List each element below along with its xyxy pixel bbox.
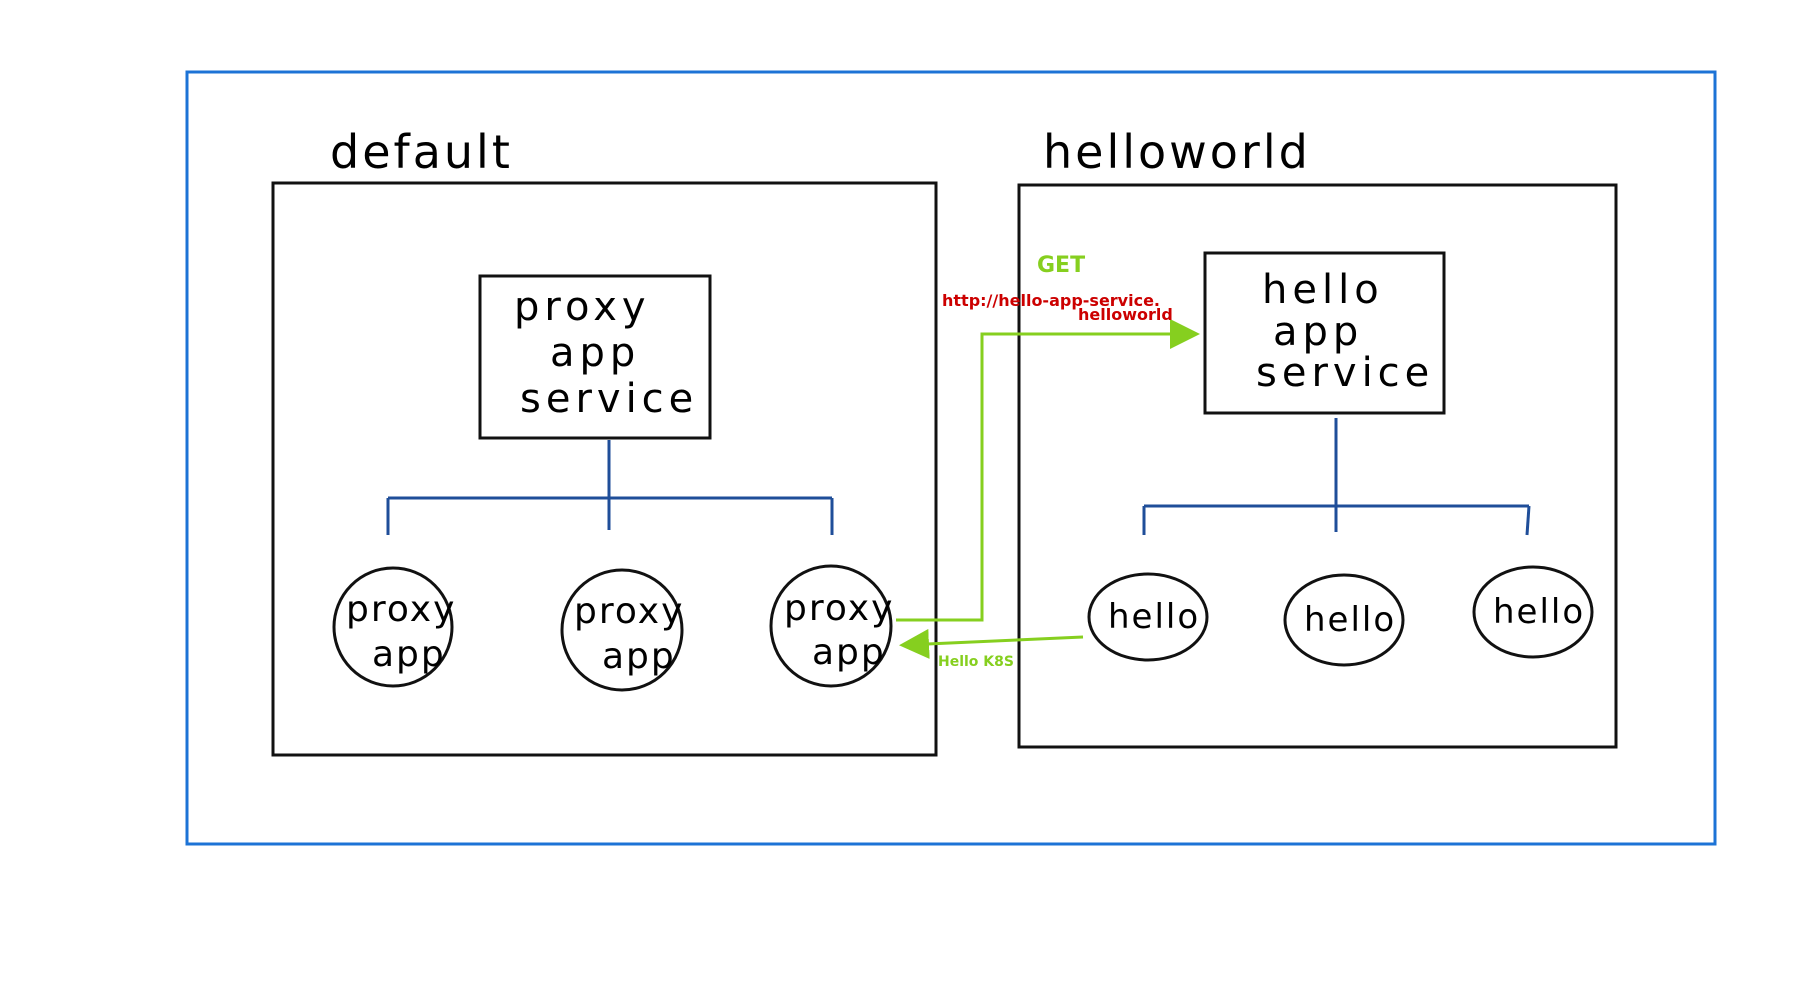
hello-service-line3: service — [1256, 350, 1434, 396]
request-method-label: GET — [1037, 253, 1085, 278]
namespace-label-default: default — [330, 125, 513, 179]
proxy-pod-1 — [332, 566, 454, 688]
proxy-pod-1-line1: proxy — [346, 589, 456, 630]
proxy-pod-2 — [560, 568, 684, 692]
response-arrow — [899, 628, 1084, 659]
hello-pod-1-label: hello — [1108, 597, 1200, 637]
hello-pod-1 — [1087, 572, 1209, 662]
proxy-service-line1: proxy — [514, 284, 651, 330]
hello-pod-2 — [1283, 573, 1405, 667]
namespace-box-default — [271, 181, 938, 757]
hello-pod-2-label: hello — [1304, 600, 1396, 640]
request-arrow — [896, 319, 1200, 622]
proxy-service-line2: app — [550, 330, 640, 376]
proxy-service-line3: service — [520, 376, 698, 422]
namespace-box-helloworld — [1017, 183, 1618, 749]
request-url-line1: http://hello-app-service. — [942, 291, 1160, 310]
hello-service-line2: app — [1273, 309, 1363, 355]
proxy-pod-3-line1: proxy — [784, 588, 894, 629]
hello-service-line1: hello — [1262, 267, 1384, 313]
proxy-app-service-box — [478, 274, 712, 440]
request-url-line2: helloworld — [1078, 305, 1173, 324]
hello-connector-tree — [1142, 418, 1531, 536]
hello-app-service-box — [1203, 251, 1446, 415]
hello-pod-3 — [1472, 565, 1594, 659]
response-label: Hello K8S — [938, 654, 1014, 670]
proxy-pod-3 — [769, 564, 893, 688]
proxy-pod-1-line2: app — [372, 634, 446, 675]
proxy-pod-2-line1: proxy — [574, 591, 684, 632]
proxy-pod-2-line2: app — [602, 636, 676, 677]
proxy-pod-3-line2: app — [812, 632, 886, 673]
cluster-border — [185, 70, 1717, 846]
proxy-connector-tree — [386, 440, 834, 535]
namespace-label-helloworld: helloworld — [1043, 125, 1311, 179]
hello-pod-3-label: hello — [1493, 592, 1585, 632]
